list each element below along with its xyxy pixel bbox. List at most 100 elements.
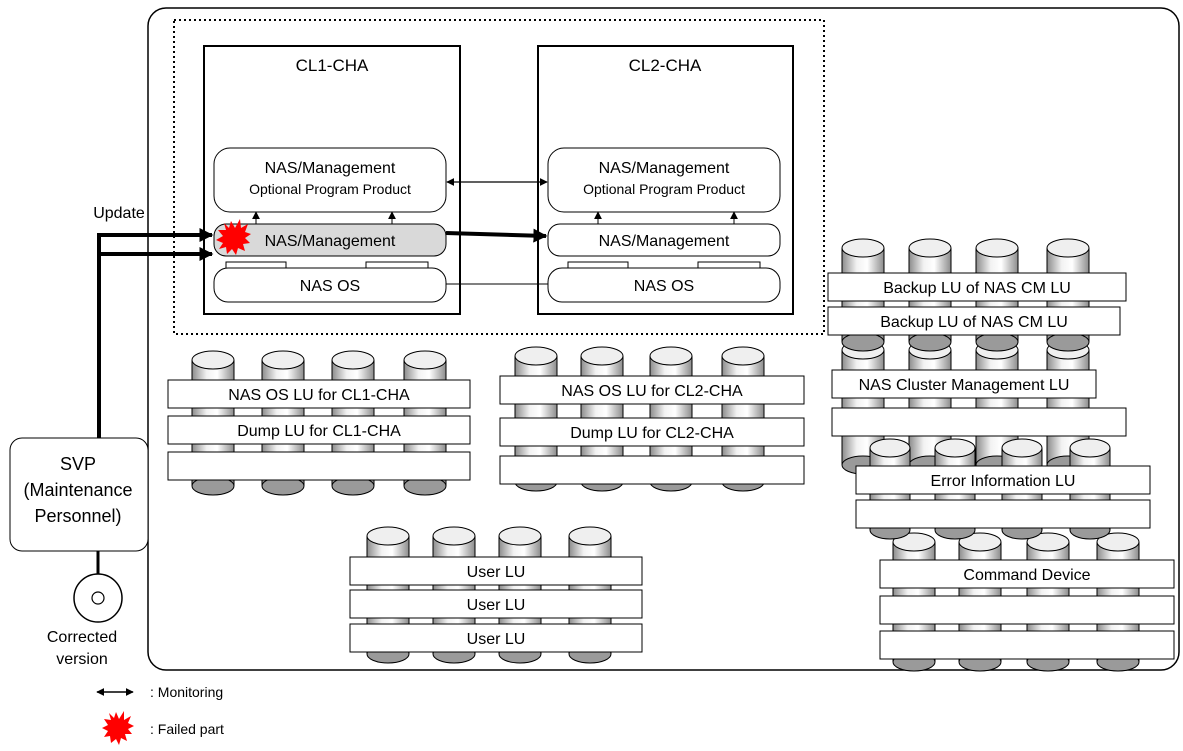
lu-bar-cluster-1 (831, 369, 1097, 399)
legend-failed-burst-icon (102, 711, 134, 745)
disk-cylinder-cl2-1-top (514, 346, 558, 366)
disk-cylinder-backup-4-bottom (1046, 332, 1090, 352)
lu-bar-backup-1 (827, 272, 1127, 302)
cl1-nas-management-label: NAS/Management (265, 233, 396, 250)
lu-bar-cluster-2 (831, 407, 1127, 437)
update-label: Update (93, 205, 145, 222)
disk-cylinder-user-4-top (568, 526, 612, 546)
cl1-opp-line1: NAS/Management (265, 160, 396, 177)
disc-hole (91, 591, 105, 605)
cl1-opp-line2: Optional Program Product (249, 181, 411, 197)
svp-box (9, 437, 149, 552)
cl1-nas-os-label: NAS OS (300, 278, 360, 295)
disk-cylinder-error-2-top (934, 438, 976, 458)
disk-cylinder-user-1-top (366, 526, 410, 546)
disc-label-line1: Corrected (47, 629, 117, 646)
cl1-opp-box (213, 147, 447, 213)
disk-cylinder-command-3-top (1026, 532, 1070, 552)
lu-label-user-3: User LU (467, 631, 526, 648)
cl2-opp-line1: NAS/Management (599, 160, 730, 177)
cluster-boundary (173, 19, 825, 335)
lu-label-cl2-2: Dump LU for CL2-CHA (570, 425, 734, 442)
lu-group-cl1: NAS OS LU for CL1-CHA Dump LU for CL1-CHA (167, 350, 471, 496)
update-path-outer (97, 228, 214, 438)
lu-bar-command-2 (879, 595, 1175, 625)
disk-cylinder-cl1-1-top (191, 350, 235, 370)
lu-bar-user-2 (349, 589, 643, 619)
lu-label-user-2: User LU (467, 597, 526, 614)
disk-cylinder-backup-3-bottom (975, 332, 1019, 352)
lu-bar-cl2-2 (499, 417, 805, 447)
lu-group-user: User LU User LU User LU (349, 526, 643, 664)
lu-label-user-1: User LU (467, 564, 526, 581)
cl2-nas-os-box (547, 267, 781, 303)
lu-bar-error-1 (855, 465, 1151, 495)
cl2-cha: CL2-CHA NAS/Management Optional Program … (537, 45, 794, 315)
lu-group-error: Error Information LU (855, 438, 1151, 540)
disk-cylinder-command-2-top (958, 532, 1002, 552)
cl2-opp-box (547, 147, 781, 213)
lu-group-cl2: NAS OS LU for CL2-CHA Dump LU for CL2-CHA (499, 346, 805, 492)
disk-cylinder-user-2-top (432, 526, 476, 546)
disk-cylinder-backup-3-top (975, 238, 1019, 258)
disk-cylinder-cl1-3-top (331, 350, 375, 370)
cl1-cha: CL1-CHA NAS/Management Optional Program … (203, 45, 461, 315)
lu-layer: NAS OS LU for CL1-CHA Dump LU for CL1-CHA… (167, 238, 1175, 672)
lu-group-command: Command Device (879, 532, 1175, 672)
lu-bar-user-3 (349, 623, 643, 653)
lu-group-backup: Backup LU of NAS CM LU Backup LU of NAS C… (827, 238, 1127, 352)
cl2-nas-management-label: NAS/Management (599, 233, 730, 250)
cl2-nas-management-box (547, 223, 781, 257)
disc-label-line2: version (56, 651, 108, 668)
lu-label-command-1: Command Device (963, 567, 1090, 584)
lu-label-cl1-2: Dump LU for CL1-CHA (237, 423, 401, 440)
lu-bar-cl2-3 (499, 455, 805, 485)
disk-cylinder-error-4-top (1069, 438, 1111, 458)
lu-bar-error-2 (855, 499, 1151, 529)
lu-label-error-1: Error Information LU (931, 473, 1076, 490)
cl2-nas-os-label: NAS OS (634, 278, 694, 295)
cl2-cha-title: CL2-CHA (629, 56, 702, 75)
legend-monitoring-label: : Monitoring (150, 684, 223, 700)
disk-cylinder-backup-2-top (908, 238, 952, 258)
disk-cylinder-error-3-top (1001, 438, 1043, 458)
disk-cylinder-cl1-2-top (261, 350, 305, 370)
disk-cylinder-error-1-top (869, 438, 911, 458)
lu-bar-cl1-3 (167, 451, 471, 481)
lu-bar-command-1 (879, 559, 1175, 589)
lu-bar-command-3 (879, 630, 1175, 660)
legend-failed-label: : Failed part (150, 721, 224, 737)
disk-cylinder-backup-4-top (1046, 238, 1090, 258)
disk-cylinder-command-4-top (1096, 532, 1140, 552)
cl1-nas-os-box (213, 267, 447, 303)
disk-cylinder-command-1-top (892, 532, 936, 552)
lu-bar-cl2-1 (499, 375, 805, 405)
disk-cylinder-user-3-top (498, 526, 542, 546)
lu-bar-cl1-2 (167, 415, 471, 445)
svp-line3: Personnel) (34, 506, 121, 526)
lu-bar-user-1 (349, 556, 643, 586)
disk-cylinder-cl2-3-top (649, 346, 693, 366)
svp-line2: (Maintenance (23, 480, 132, 500)
svp-line1: SVP (60, 454, 96, 474)
lu-label-cl2-1: NAS OS LU for CL2-CHA (561, 383, 743, 400)
lu-label-backup-2: Backup LU of NAS CM LU (880, 314, 1068, 331)
disk-cylinder-cl2-2-top (580, 346, 624, 366)
lu-label-backup-1: Backup LU of NAS CM LU (883, 280, 1071, 297)
cl2-opp-line2: Optional Program Product (583, 181, 745, 197)
lu-label-cluster-1: NAS Cluster Management LU (859, 377, 1070, 394)
update-propagation-arrow (445, 228, 548, 243)
lu-label-cl1-1: NAS OS LU for CL1-CHA (228, 387, 410, 404)
disk-cylinder-cl2-4-top (721, 346, 765, 366)
disk-cylinder-cl1-4-top (403, 350, 447, 370)
disk-cylinder-backup-2-bottom (908, 332, 952, 352)
lu-bar-cl1-1 (167, 379, 471, 409)
disk-cylinder-backup-1-top (841, 238, 885, 258)
lu-bar-backup-2 (827, 306, 1121, 336)
failure-burst-icon (216, 219, 251, 255)
cl1-nas-management-box (213, 223, 447, 257)
cl1-cha-title: CL1-CHA (296, 56, 369, 75)
disk-cylinder-backup-1-bottom (841, 332, 885, 352)
